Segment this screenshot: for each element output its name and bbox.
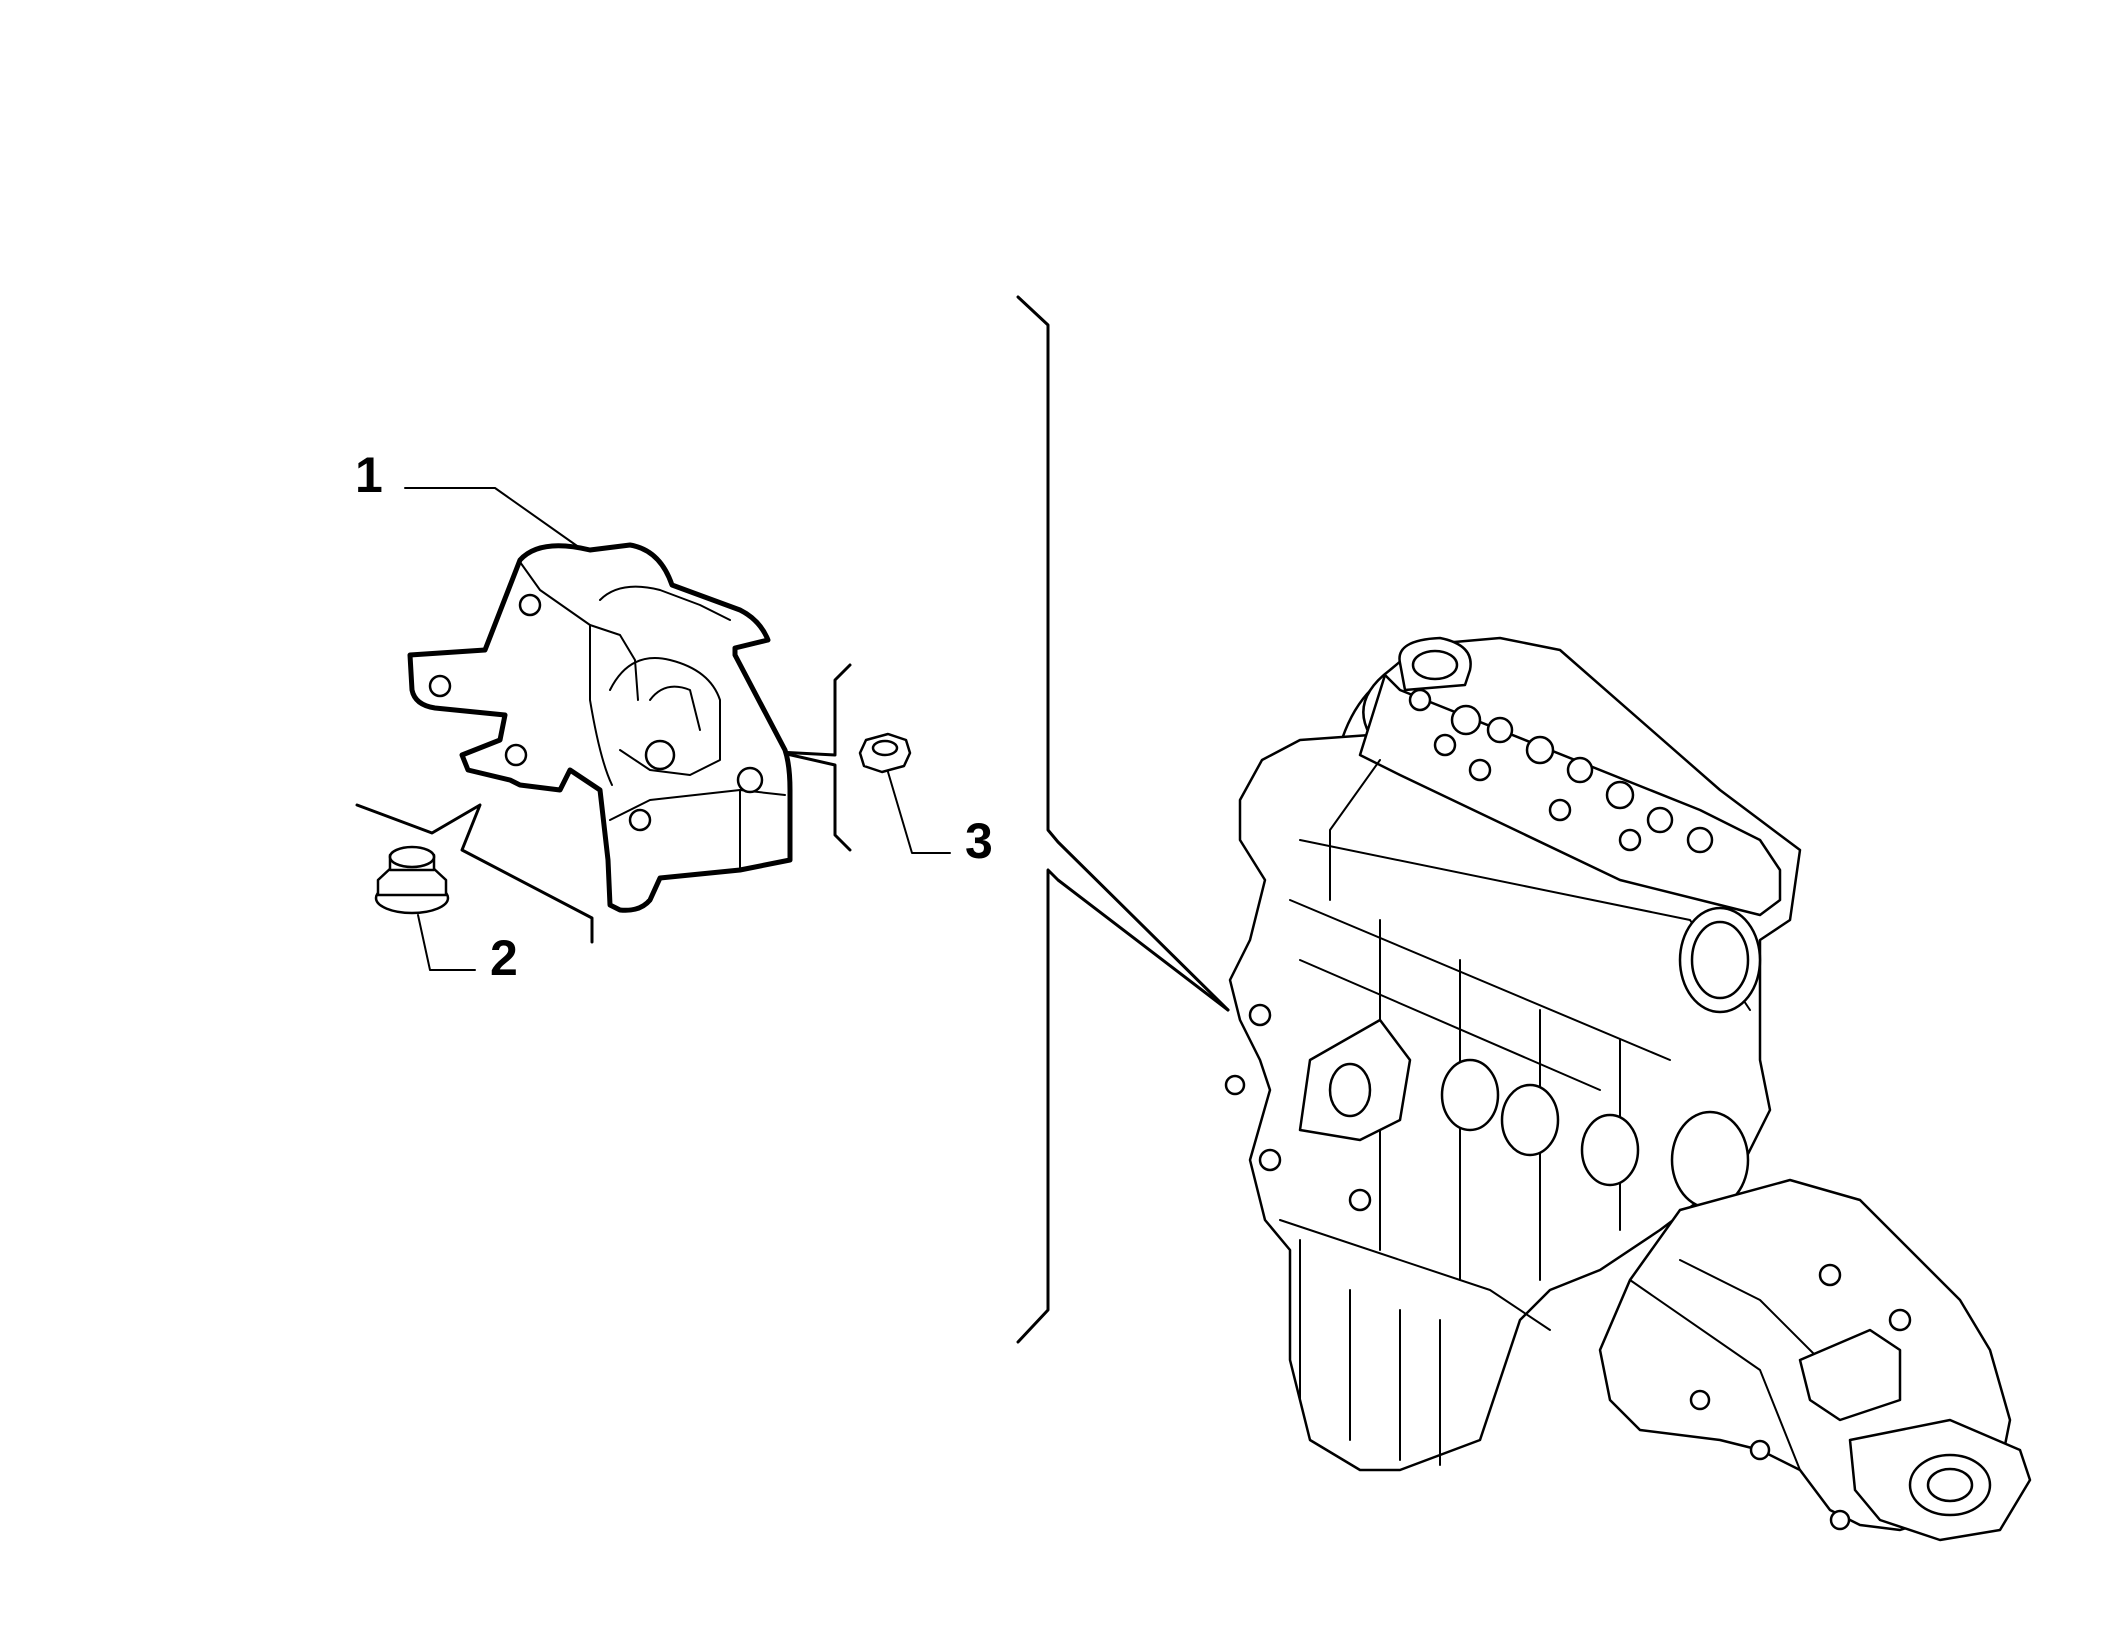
engine-mount-part xyxy=(407,542,793,913)
sub-bracket-2 xyxy=(355,803,594,944)
leader-line-1 xyxy=(404,487,581,549)
leader-line-2 xyxy=(417,914,476,971)
flange-nut-part xyxy=(374,845,450,915)
sub-bracket-3 xyxy=(776,663,852,852)
assembly-bracket xyxy=(1016,295,1230,1344)
callout-2: 2 xyxy=(490,930,518,986)
hex-nut-part xyxy=(858,732,912,774)
engine-assembly-illustration xyxy=(1224,636,2032,1542)
callout-1: 1 xyxy=(355,447,383,503)
leader-line-3 xyxy=(887,771,951,854)
callout-3: 3 xyxy=(965,813,993,869)
